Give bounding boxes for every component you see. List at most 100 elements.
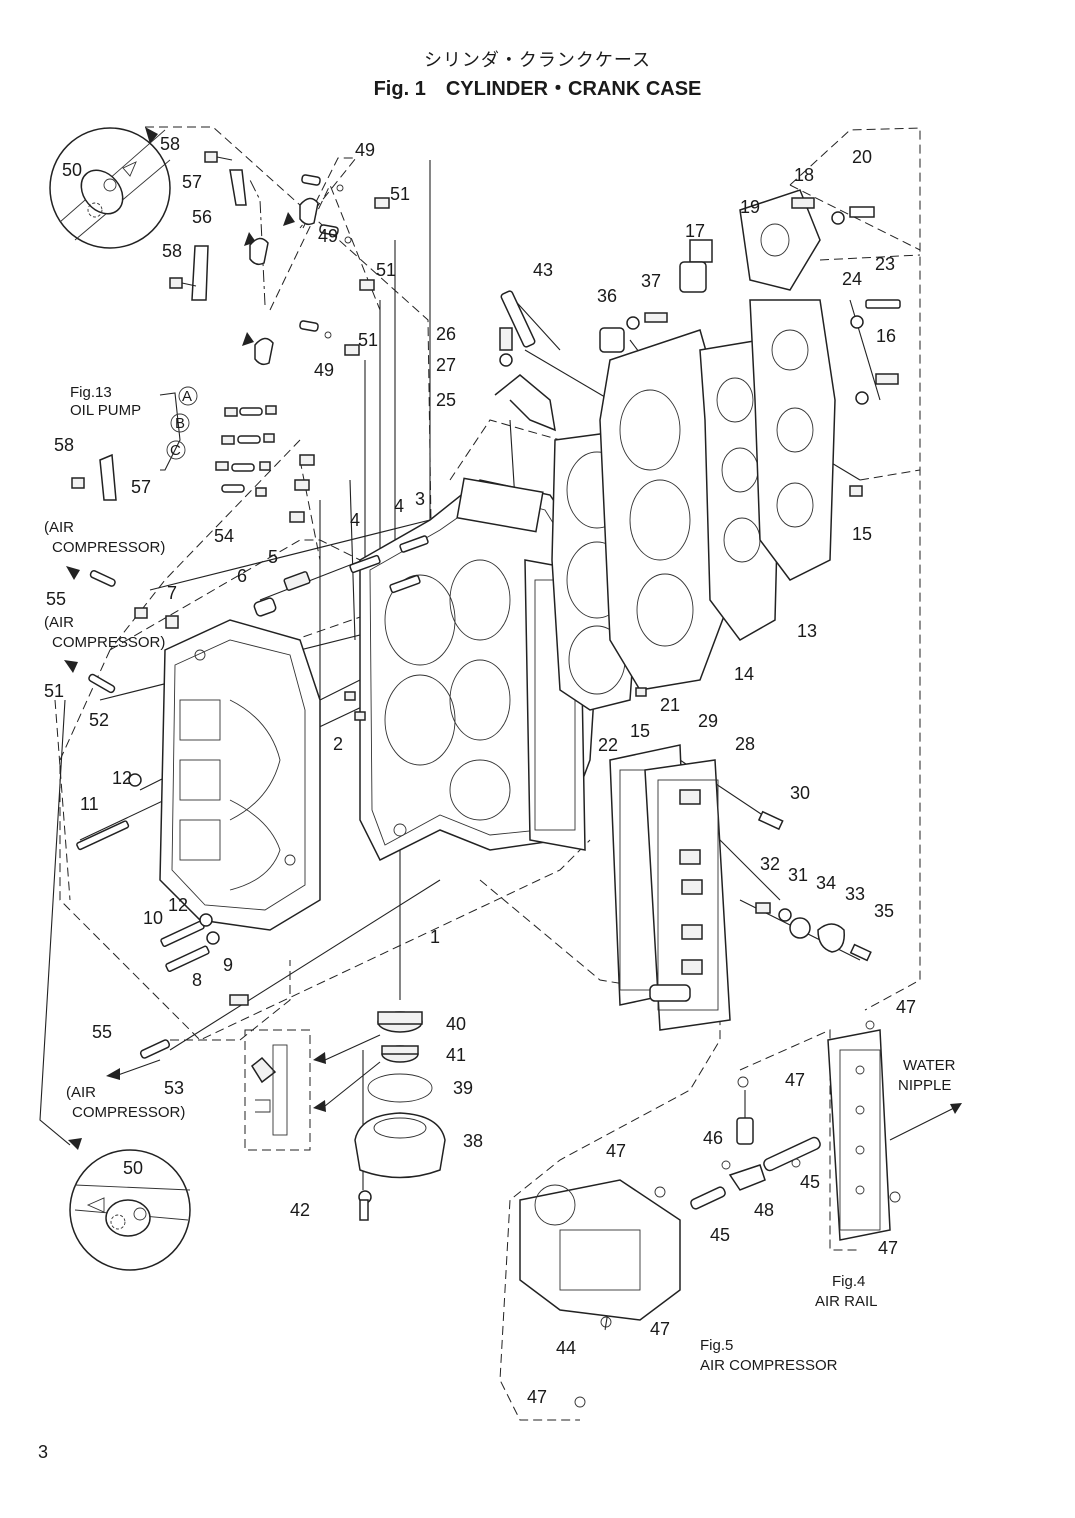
callout-47: 47	[896, 997, 916, 1017]
callout-32: 32	[760, 854, 780, 874]
callout-19: 19	[740, 197, 760, 217]
callout-45: 45	[800, 1172, 820, 1192]
reference-labels: Fig.13 OIL PUMP A B C (AIR COMPRESSOR) (…	[44, 384, 956, 1374]
callout-58: 58	[162, 241, 182, 261]
air-compressor-ref-1-line1: (AIR	[44, 519, 74, 536]
callout-27: 27	[436, 355, 456, 375]
callout-44: 44	[556, 1338, 576, 1358]
title-japanese: シリンダ・クランクケース	[423, 50, 652, 71]
oil-pump-label: OIL PUMP	[70, 402, 141, 419]
assembly-dashed-lines	[54, 126, 921, 1421]
callout-51: 51	[390, 184, 410, 204]
air-compressor-ref-3-line2: COMPRESSOR)	[72, 1104, 185, 1121]
pump-letter-b: B	[175, 415, 185, 432]
crank-case	[159, 619, 321, 931]
detail-circle-bottom	[69, 1149, 191, 1271]
lower-seal-assembly	[244, 1011, 446, 1221]
callout-4: 4	[350, 510, 360, 530]
cylinder-head-assembly	[551, 189, 863, 711]
page-number: 3	[38, 1442, 49, 1462]
callout-47: 47	[650, 1319, 670, 1339]
callout-47: 47	[785, 1070, 805, 1090]
cylinder-block	[359, 477, 601, 862]
callout-57: 57	[182, 172, 202, 192]
air-rail-label: AIR RAIL	[815, 1293, 878, 1310]
callout-37: 37	[641, 271, 661, 291]
oil-pump-fig-ref: Fig.13	[70, 384, 112, 401]
callout-33: 33	[845, 884, 865, 904]
callout-41: 41	[446, 1045, 466, 1065]
callout-25: 25	[436, 390, 456, 410]
callout-23: 23	[875, 254, 895, 274]
callout-15: 15	[630, 721, 650, 741]
callout-47: 47	[606, 1141, 626, 1161]
callout-29: 29	[698, 711, 718, 731]
callout-17: 17	[685, 221, 705, 241]
callout-30: 30	[790, 783, 810, 803]
air-compressor-ref-1-line2: COMPRESSOR)	[52, 539, 165, 556]
callout-12: 12	[168, 895, 188, 915]
callout-12: 12	[112, 768, 132, 788]
air-compressor-ref-2-line2: COMPRESSOR)	[52, 634, 165, 651]
water-nipple-line2: NIPPLE	[898, 1077, 951, 1094]
pump-letter-a: A	[182, 388, 192, 405]
block-fasteners	[76, 454, 429, 1059]
callout-35: 35	[874, 901, 894, 921]
callout-21: 21	[660, 695, 680, 715]
callout-36: 36	[597, 286, 617, 306]
callout-52: 52	[89, 710, 109, 730]
callout-numbers: 50 58 57 56 58 49 51 49 51 51 49 43 36 3…	[44, 134, 916, 1407]
callout-49: 49	[318, 226, 338, 246]
callout-57: 57	[131, 477, 151, 497]
callout-3: 3	[415, 489, 425, 509]
callout-31: 31	[788, 865, 808, 885]
air-compressor-ref-3-line1: (AIR	[66, 1084, 96, 1101]
callout-47: 47	[878, 1238, 898, 1258]
air-system-parts	[519, 1020, 901, 1408]
callout-5: 5	[268, 547, 278, 567]
oil-pump-connectors	[159, 392, 277, 497]
callout-26: 26	[436, 324, 456, 344]
callout-55: 55	[46, 589, 66, 609]
water-nipple-line1: WATER	[903, 1057, 956, 1074]
air-compressor-fig-ref: Fig.5	[700, 1337, 733, 1354]
title-english: Fig. 1 CYLINDER・CRANK CASE	[373, 78, 702, 100]
callout-56: 56	[192, 207, 212, 227]
detail-circle-top	[49, 127, 171, 249]
callout-28: 28	[735, 734, 755, 754]
callout-43: 43	[533, 260, 553, 280]
callout-49: 49	[355, 140, 375, 160]
callout-40: 40	[446, 1014, 466, 1034]
upper-right-fasteners	[494, 197, 901, 432]
callout-34: 34	[816, 873, 836, 893]
callout-22: 22	[598, 735, 618, 755]
direction-arrows	[39, 127, 962, 1150]
callout-51: 51	[44, 681, 64, 701]
callout-10: 10	[143, 908, 163, 928]
callout-20: 20	[852, 147, 872, 167]
callout-9: 9	[223, 955, 233, 975]
callout-53: 53	[164, 1078, 184, 1098]
callout-8: 8	[192, 970, 202, 990]
callout-38: 38	[463, 1131, 483, 1151]
callout-58: 58	[54, 435, 74, 455]
pump-letter-c: C	[170, 442, 181, 459]
callout-11: 11	[80, 794, 99, 814]
callout-54: 54	[214, 526, 234, 546]
callout-15: 15	[852, 524, 872, 544]
callout-6: 6	[237, 566, 247, 586]
callout-13: 13	[797, 621, 817, 641]
callout-55: 55	[92, 1022, 112, 1042]
callout-49: 49	[314, 360, 334, 380]
callout-42: 42	[290, 1200, 310, 1220]
callout-2: 2	[333, 734, 343, 754]
callout-24: 24	[842, 269, 862, 289]
callout-1: 1	[430, 927, 440, 947]
callout-7: 7	[167, 583, 177, 603]
callout-51: 51	[376, 260, 396, 280]
callout-58: 58	[160, 134, 180, 154]
callout-51: 51	[358, 330, 378, 350]
air-compressor-fig-label: AIR COMPRESSOR	[700, 1357, 838, 1374]
air-compressor-ref-2-line1: (AIR	[44, 614, 74, 631]
